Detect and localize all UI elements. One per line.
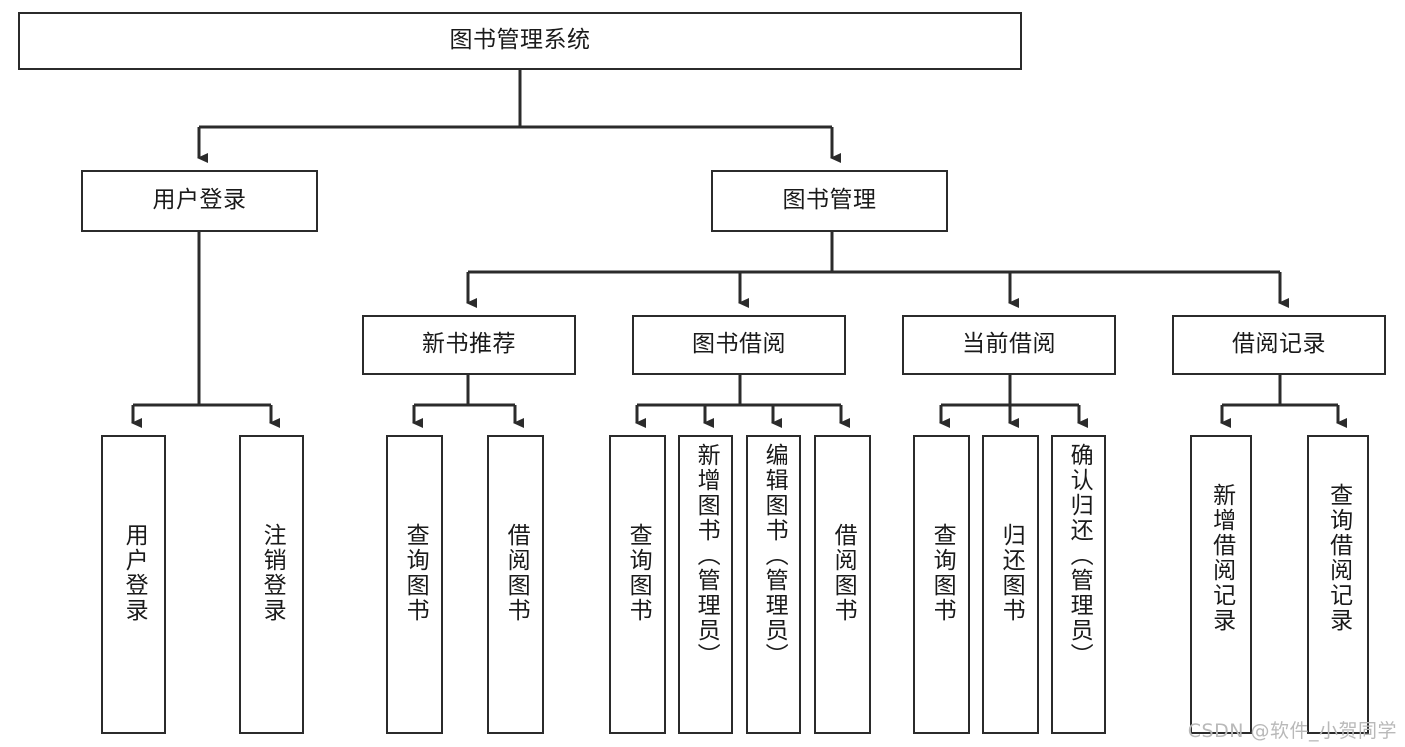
vertical-text-wrap: 查询图书 [611,523,664,623]
node-current-borrow-label: 当前借阅 [962,331,1056,358]
vertical-text-wrap: 新增借阅记录 [1192,483,1250,633]
node-root[interactable]: 图书管理系统 [18,12,1022,70]
node-leaf-add-book-admin-label: 新增图书（管理员） [693,443,720,668]
node-leaf-add-borrow-record-label: 新增借阅记录 [1208,483,1235,633]
vertical-text-wrap: 确认归还（管理员） [1053,443,1104,668]
vertical-text-wrap: 注销登录 [241,523,302,623]
node-leaf-return-book-label: 归还图书 [998,523,1025,623]
node-book-management[interactable]: 图书管理 [711,170,948,232]
node-leaf-query-book-3[interactable]: 查询图书 [913,435,970,734]
node-leaf-query-book-1[interactable]: 查询图书 [386,435,443,734]
node-leaf-confirm-return-admin[interactable]: 确认归还（管理员） [1051,435,1106,734]
vertical-text-wrap: 查询图书 [915,523,968,623]
node-leaf-return-book[interactable]: 归还图书 [982,435,1039,734]
node-leaf-edit-book-admin[interactable]: 编辑图书（管理员） [746,435,801,734]
node-leaf-query-book-2[interactable]: 查询图书 [609,435,666,734]
node-leaf-add-book-admin[interactable]: 新增图书（管理员） [678,435,733,734]
node-leaf-query-book-1-label: 查询图书 [402,523,429,623]
node-leaf-logout[interactable]: 注销登录 [239,435,304,734]
vertical-text-wrap: 新增图书（管理员） [680,443,731,668]
node-user-login[interactable]: 用户登录 [81,170,318,232]
node-book-borrow[interactable]: 图书借阅 [632,315,846,375]
node-book-management-label: 图书管理 [782,187,877,214]
node-new-book-recommend[interactable]: 新书推荐 [362,315,576,375]
node-root-label: 图书管理系统 [449,27,591,54]
node-book-borrow-label: 图书借阅 [692,331,786,358]
vertical-text-wrap: 借阅图书 [489,523,542,623]
node-new-book-recommend-label: 新书推荐 [422,331,516,358]
node-leaf-query-book-3-label: 查询图书 [929,523,956,623]
node-borrow-record-label: 借阅记录 [1232,331,1326,358]
node-leaf-confirm-return-admin-label: 确认归还（管理员） [1066,443,1093,668]
node-leaf-logout-label: 注销登录 [259,523,286,623]
node-leaf-edit-book-admin-label: 编辑图书（管理员） [761,443,788,668]
vertical-text-wrap: 归还图书 [984,523,1037,623]
node-leaf-borrow-book-1-label: 借阅图书 [503,523,530,623]
node-leaf-query-book-2-label: 查询图书 [625,523,652,623]
vertical-text-wrap: 借阅图书 [816,523,869,623]
node-leaf-query-borrow-record[interactable]: 查询借阅记录 [1307,435,1369,734]
node-leaf-user-login[interactable]: 用户登录 [101,435,166,734]
node-leaf-add-borrow-record[interactable]: 新增借阅记录 [1190,435,1252,734]
node-leaf-borrow-book-2[interactable]: 借阅图书 [814,435,871,734]
vertical-text-wrap: 查询借阅记录 [1309,483,1367,633]
vertical-text-wrap: 查询图书 [388,523,441,623]
vertical-text-wrap: 编辑图书（管理员） [748,443,799,668]
node-leaf-borrow-book-1[interactable]: 借阅图书 [487,435,544,734]
vertical-text-wrap: 用户登录 [103,523,164,623]
node-leaf-user-login-label: 用户登录 [121,523,148,623]
node-borrow-record[interactable]: 借阅记录 [1172,315,1386,375]
node-leaf-query-borrow-record-label: 查询借阅记录 [1325,483,1352,633]
node-current-borrow[interactable]: 当前借阅 [902,315,1116,375]
node-user-login-label: 用户登录 [152,187,247,214]
node-leaf-borrow-book-2-label: 借阅图书 [830,523,857,623]
